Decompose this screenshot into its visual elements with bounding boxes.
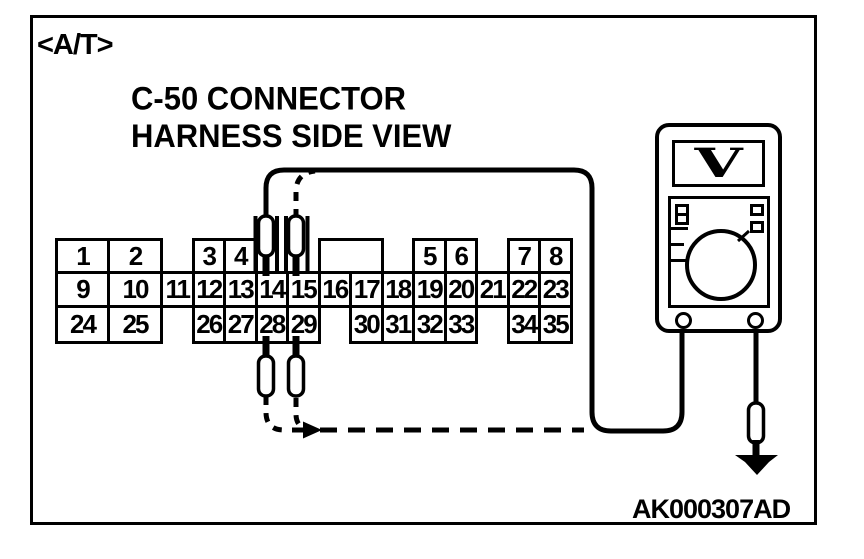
meter-tick-mark [671, 227, 688, 230]
connector-cell-17: 17 [349, 271, 384, 308]
connector-cell-10: 10 [107, 271, 163, 308]
connector-cell-14: 14 [254, 271, 289, 308]
figure-title: C-50 CONNECTOR HARNESS SIDE VIEW [131, 80, 451, 156]
connector-cell-35: 35 [538, 305, 573, 344]
connector-cell-22: 22 [506, 271, 541, 308]
multimeter-display: V [672, 140, 765, 187]
connector-cell-16: 16 [317, 271, 352, 308]
connector-cell-34: 34 [506, 305, 541, 344]
meter-button-top-right-upper [750, 204, 764, 216]
transmission-type-tag: <A/T> [37, 29, 114, 61]
figure-title-line1: C-50 CONNECTOR [131, 80, 407, 117]
connector-cell-6: 6 [443, 238, 478, 274]
connector-cell-21: 21 [475, 271, 510, 308]
connector-cell-11: 11 [160, 271, 195, 308]
meter-tick-mark [671, 243, 684, 246]
connector-cell-24: 24 [55, 305, 110, 344]
figure-title-line2: HARNESS SIDE VIEW [131, 117, 452, 155]
meter-rotary-dial [685, 229, 757, 301]
figure-frame [30, 15, 817, 525]
connector-cell-28: 28 [254, 305, 289, 344]
connector-cell-5: 5 [412, 238, 447, 274]
connector-cell-12: 12 [191, 271, 226, 308]
meter-button-top-left-lower [675, 213, 689, 225]
connector-cell-25: 25 [107, 305, 163, 344]
connector-cell-4: 4 [223, 238, 258, 274]
figure-code: AK000307AD [632, 494, 791, 524]
connector-cell-7: 7 [506, 238, 541, 274]
connector-cell-32: 32 [412, 305, 447, 344]
connector-cell-13: 13 [223, 271, 258, 308]
connector-cell-20: 20 [443, 271, 478, 308]
meter-terminal-left [675, 312, 692, 329]
connector-cell-8: 8 [538, 238, 573, 274]
connector-cell-18: 18 [380, 271, 415, 308]
meter-button-top-right-lower [750, 221, 764, 233]
connector-cell-1: 1 [55, 238, 110, 274]
connector-cell-blank [317, 238, 384, 274]
multimeter-panel [668, 196, 770, 308]
voltage-symbol: V [694, 139, 743, 187]
connector-cell-26: 26 [191, 305, 226, 344]
connector-cell-33: 33 [443, 305, 478, 344]
connector-cell-15: 15 [286, 271, 321, 308]
connector-cell-3: 3 [191, 238, 226, 274]
connector-cell-23: 23 [538, 271, 573, 308]
connector-cell-19: 19 [412, 271, 447, 308]
connector-cell-9: 9 [55, 271, 110, 308]
connector-cell-2: 2 [107, 238, 163, 274]
connector-cell-31: 31 [380, 305, 415, 344]
meter-terminal-right [747, 312, 764, 329]
connector-cell-29: 29 [286, 305, 321, 344]
connector-cell-27: 27 [223, 305, 258, 344]
connector-cell-30: 30 [349, 305, 384, 344]
